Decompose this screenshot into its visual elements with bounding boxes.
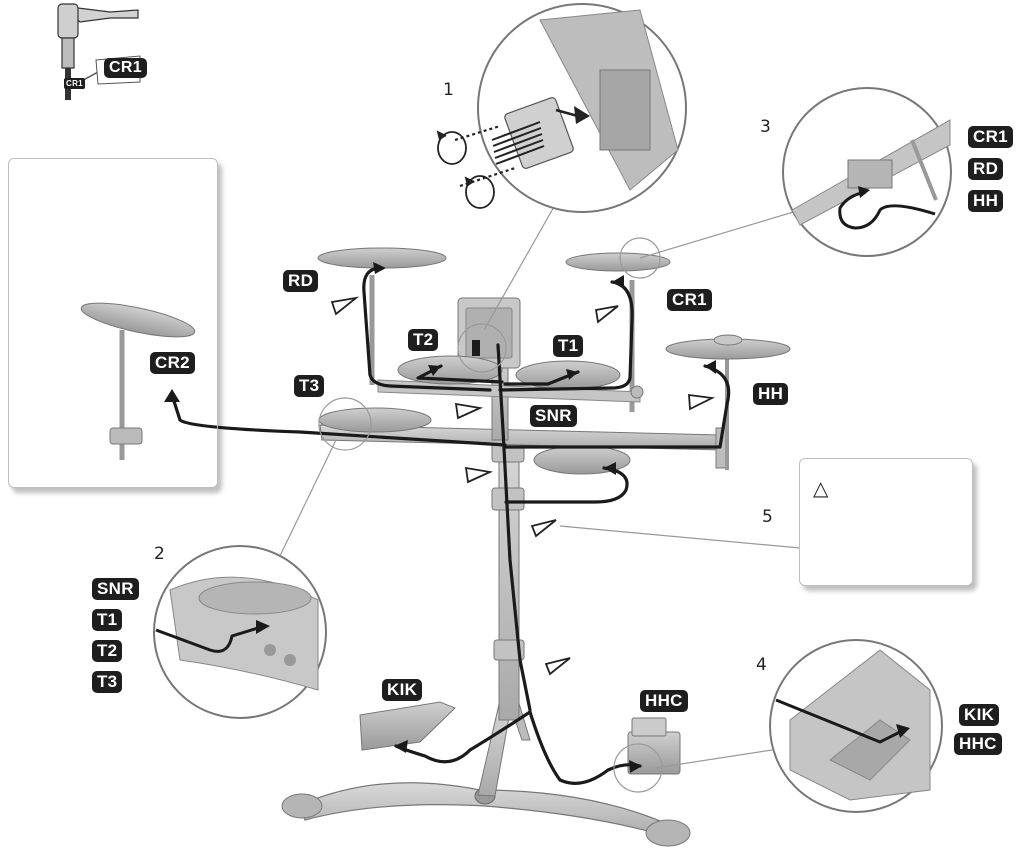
step-number-1: 1 [443,80,454,100]
step-number-5: 5 [762,507,773,527]
caution-symbol: △ [813,476,829,500]
arrowhead-cr2 [164,389,180,402]
cr2-callout [8,158,218,488]
label-hhc: HHC [640,690,688,712]
arrowhead-rd [373,262,386,274]
group3-label-hh: HH [968,190,1004,212]
cable-arrowheads [164,262,716,773]
pad-t3 [318,407,432,433]
plug-sleeve-label: CR1 [64,78,85,89]
center-pole [498,429,520,721]
clip-marker-2 [594,305,619,324]
pads [317,247,791,775]
arrowhead-kik [394,740,408,753]
cymbal-cr1 [565,252,671,272]
group2-label-snr: SNR [92,578,139,600]
label-hh: HH [753,383,789,405]
leader-lines [277,204,801,769]
group2-label-t1: T1 [92,609,123,631]
label-t3: T3 [294,375,325,397]
arrowhead-hhc [629,760,642,773]
group4-label-kik: KIK [959,704,1000,726]
label-kik: KIK [382,679,423,701]
clip-markers [330,296,716,676]
note-box [799,458,973,586]
label-snr: SNR [530,405,577,427]
rotate-icon-1 [436,130,467,165]
group4-label-hhc: HHC [954,733,1002,755]
label-rd: RD [283,270,319,292]
group2-label-t2: T2 [92,640,123,662]
group3-label-cr1: CR1 [968,126,1013,148]
clip-marker-7 [544,657,571,676]
detail-circle-2 [153,545,327,719]
label-cr2: CR2 [150,352,195,374]
label-cr1: CR1 [667,289,712,311]
rotate-icon-2 [464,175,495,209]
detail-circle-4 [769,639,943,813]
clip-marker-4 [688,393,716,411]
detail-rings [318,237,663,793]
arrowhead-t1 [566,369,578,380]
detail-circle-1 [454,3,687,213]
ring-cr1 [619,237,661,279]
label-t1: T1 [553,335,584,357]
arrowhead-t2 [428,365,441,376]
arrowhead-hh [705,360,716,374]
clip-marker-6 [530,519,557,538]
plug-label-cr1: CR1 [104,58,147,78]
module-jack [472,340,480,356]
group3-label-rd: RD [968,158,1004,180]
group2-label-t3: T3 [92,671,123,693]
pedal-kik [359,701,456,751]
rotate-icons [436,130,495,209]
clip-marker-5 [464,466,494,484]
step-number-3: 3 [760,117,771,137]
label-t2: T2 [408,329,439,351]
ring-module [457,323,507,373]
step-number-4: 4 [756,655,767,675]
cymbal-rd [317,247,447,269]
detail-circle-3 [782,87,952,257]
arrowhead-cr1 [612,275,624,289]
clip-marker-1 [330,296,360,316]
clip-marker-3 [454,402,484,420]
ring-t3 [318,397,372,451]
cr2-inset-art [80,302,196,460]
step-number-2: 2 [154,544,165,564]
ring-hhc [613,743,663,793]
arrowhead-snr [604,462,616,475]
